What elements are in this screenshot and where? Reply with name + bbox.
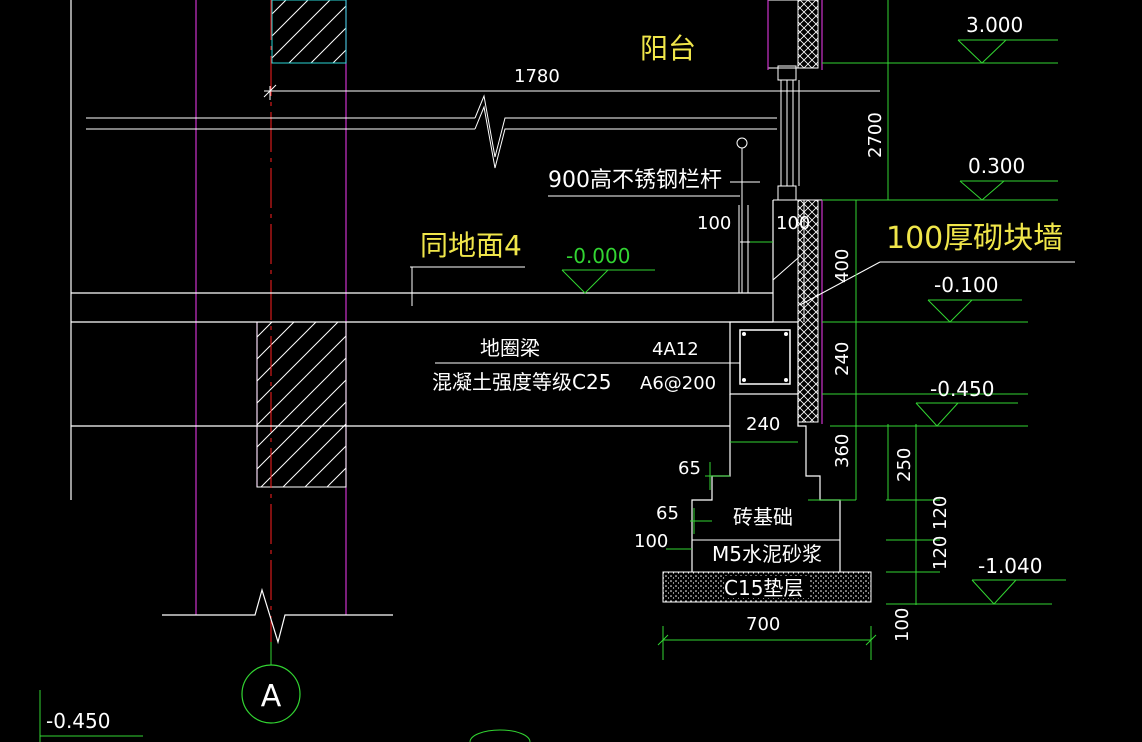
railing [548, 137, 760, 293]
dim-100-bottom: 100 [892, 608, 913, 642]
brick-foundation [662, 394, 872, 603]
dim-240-vertical: 240 [832, 342, 853, 376]
dim-400: 400 [832, 249, 853, 283]
right-dimensions [657, 0, 1058, 660]
same-floor-label: 同地面4 [420, 229, 522, 262]
ground-beam [435, 321, 799, 395]
dim-700: 700 [746, 614, 780, 635]
dim-2700: 2700 [865, 112, 886, 158]
upper-wall-window [767, 0, 823, 201]
block-wall [740, 199, 1075, 424]
dim-100-right: 100 [776, 213, 810, 234]
brick-foundation-label: 砖基础 [733, 505, 793, 529]
dim-100-step: 100 [634, 531, 668, 552]
dimension-1780 [263, 84, 880, 100]
dim-120-top: 120 [930, 496, 951, 530]
railing-label: 900高不锈钢栏杆 [548, 168, 722, 193]
mortar-label: M5水泥砂浆 [712, 542, 822, 566]
dim-65-top: 65 [678, 458, 701, 479]
ground-beam-label: 地圈梁 [480, 336, 540, 360]
elevation-3000: 3.000 [966, 13, 1023, 37]
stirrup-label: A6@200 [640, 373, 716, 394]
elevation-markers [39, 39, 1066, 742]
elevation-m1040: -1.040 [978, 554, 1042, 578]
block-wall-label: 100厚砌块墙 [886, 221, 1063, 256]
elevation-0300: 0.300 [968, 154, 1025, 178]
elevation-m0450: -0.450 [930, 377, 994, 401]
elevation-m0450-corner: -0.450 [46, 709, 110, 733]
dim-1780: 1780 [514, 66, 560, 87]
axis-label: A [261, 679, 282, 714]
elevation-0000: -0.000 [566, 244, 630, 268]
left-column [70, 0, 393, 665]
concrete-grade-label: 混凝土强度等级C25 [432, 370, 611, 394]
dim-65-bottom: 65 [656, 503, 679, 524]
dim-240-beam: 240 [746, 414, 780, 435]
balcony-label: 阳台 [640, 32, 696, 65]
cushion-label: C15垫层 [724, 576, 803, 600]
elevation-m0100: -0.100 [934, 273, 998, 297]
dim-120-bottom: 120 [930, 536, 951, 570]
axis-bubble-a [241, 642, 531, 742]
dim-100-left: 100 [697, 213, 731, 234]
main-rebar-label: 4A12 [652, 339, 699, 360]
dim-250: 250 [894, 448, 915, 482]
dim-360: 360 [832, 434, 853, 468]
slab-lines [71, 94, 777, 427]
